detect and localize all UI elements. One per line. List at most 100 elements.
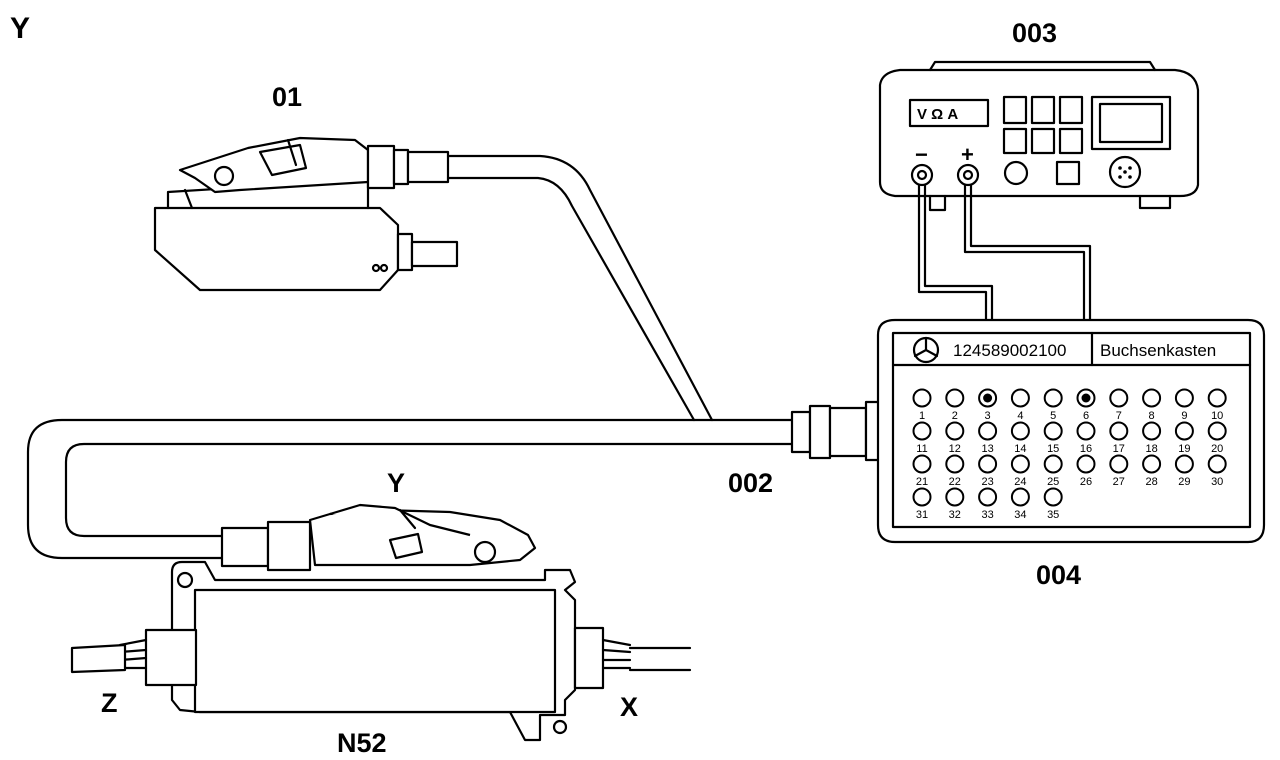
- socket-pin-7: 7: [1109, 388, 1129, 422]
- socket-pin-hole: [978, 487, 998, 507]
- socket-pin-hole: [912, 421, 932, 441]
- socket-pin-hole: [1174, 388, 1194, 408]
- socket-pin-number: 17: [1113, 443, 1125, 455]
- minus-sign: −: [915, 142, 928, 167]
- socket-pin-18: 18: [1142, 421, 1162, 455]
- socket-pin-hole: [1076, 421, 1096, 441]
- socket-pin-number: 19: [1178, 443, 1190, 455]
- cable-01: [446, 154, 714, 422]
- socket-pin-hole: [1142, 421, 1162, 441]
- socket-pin-hole: [912, 388, 932, 408]
- socket-pin-10: 10: [1207, 388, 1227, 422]
- socket-pin-hole: [945, 454, 965, 474]
- plug-y: [220, 503, 537, 572]
- socket-pin-16: 16: [1076, 421, 1096, 455]
- meter-knob: [1003, 160, 1029, 186]
- socket-pin-2: 2: [945, 388, 965, 422]
- socket-pin-number: 10: [1211, 410, 1223, 422]
- socket-pin-35: 35: [1043, 487, 1063, 521]
- socket-pin-31: 31: [912, 487, 932, 521]
- socket-pin-hole: [1174, 421, 1194, 441]
- socket-pin-28: 28: [1142, 454, 1162, 488]
- socket-pin-4: 4: [1010, 388, 1030, 422]
- socket-pin-hole: [1109, 454, 1129, 474]
- socket-pin-23: 23: [978, 454, 998, 488]
- socket-pin-active-dot: [1081, 393, 1091, 403]
- socket-pin-32: 32: [945, 487, 965, 521]
- socket-pin-13: 13: [978, 421, 998, 455]
- socket-pin-hole: [1142, 454, 1162, 474]
- socket-pin-1: 1: [912, 388, 932, 422]
- socket-pin-33: 33: [978, 487, 998, 521]
- box-name: Buchsenkasten: [1100, 341, 1216, 360]
- socket-pin-8: 8: [1142, 388, 1162, 422]
- socket-pin-number: 9: [1181, 410, 1187, 422]
- socket-pin-hole: [1043, 487, 1063, 507]
- socket-pin-hole: [945, 388, 965, 408]
- socket-pin-hole: [945, 487, 965, 507]
- label-01: 01: [272, 82, 302, 112]
- socket-pin-15: 15: [1043, 421, 1063, 455]
- socket-pin-hole: [1109, 421, 1129, 441]
- socket-pin-number: 2: [952, 410, 958, 422]
- socket-pin-number: 7: [1116, 410, 1122, 422]
- socket-pin-hole: [1207, 421, 1227, 441]
- socket-pin-number: 35: [1047, 509, 1059, 521]
- socket-pin-hole: [912, 454, 932, 474]
- socket-pin-hole: [1010, 421, 1030, 441]
- socket-pin-hole: [945, 421, 965, 441]
- label-x: X: [620, 692, 638, 722]
- socket-pin-number: 11: [916, 443, 927, 455]
- socket-pin-hole: [1010, 388, 1030, 408]
- socket-pin-30: 30: [1207, 454, 1227, 488]
- socket-pin-hole: [1207, 454, 1227, 474]
- socket-pin-number: 26: [1080, 476, 1092, 488]
- socket-pin-active-dot: [983, 393, 993, 403]
- socket-pin-19: 19: [1174, 421, 1194, 455]
- socket-pin-number: 18: [1145, 443, 1157, 455]
- socket-pin-number: 24: [1014, 476, 1026, 488]
- label-003: 003: [1012, 18, 1057, 48]
- socket-pin-number: 6: [1083, 410, 1089, 422]
- socket-pin-hole: [1109, 388, 1129, 408]
- socket-pin-14: 14: [1010, 421, 1030, 455]
- socket-pin-21: 21: [912, 454, 932, 488]
- socket-pin-hole: [1010, 487, 1030, 507]
- label-z: Z: [101, 688, 118, 718]
- socket-pin-3: 3: [978, 388, 998, 422]
- socket-pin-number: 29: [1178, 476, 1190, 488]
- socket-pin-12: 12: [945, 421, 965, 455]
- label-plug-y: Y: [387, 468, 405, 498]
- socket-pin-number: 21: [916, 476, 928, 488]
- socket-pin-number: 5: [1050, 410, 1056, 422]
- socket-pin-27: 27: [1109, 454, 1129, 488]
- socket-pin-hole: [1174, 454, 1194, 474]
- socket-pin-25: 25: [1043, 454, 1063, 488]
- label-n52: N52: [337, 728, 387, 758]
- socket-pin-number: 31: [916, 509, 928, 521]
- box-connector: [790, 400, 882, 462]
- socket-pin-number: 20: [1211, 443, 1223, 455]
- label-002: 002: [728, 468, 773, 498]
- socket-pin-number: 13: [981, 443, 993, 455]
- corner-label: Y: [10, 12, 30, 45]
- socket-pin-hole: [1043, 421, 1063, 441]
- meter-mode-label: V Ω A: [917, 106, 958, 123]
- socket-pin-29: 29: [1174, 454, 1194, 488]
- socket-pin-number: 32: [949, 509, 961, 521]
- socket-pin-hole: [1010, 454, 1030, 474]
- socket-pin-20: 20: [1207, 421, 1227, 455]
- socket-pin-number: 14: [1014, 443, 1026, 455]
- label-004: 004: [1036, 560, 1081, 590]
- socket-pin-hole: [1076, 454, 1096, 474]
- socket-pin-number: 8: [1149, 410, 1155, 422]
- socket-pin-9: 9: [1174, 388, 1194, 422]
- multimeter: V Ω A − +: [878, 60, 1200, 212]
- socket-pin-number: 4: [1017, 410, 1023, 422]
- socket-pin-17: 17: [1109, 421, 1129, 455]
- socket-pin-11: 11: [912, 421, 932, 455]
- socket-pin-hole: [1142, 388, 1162, 408]
- plus-sign: +: [961, 142, 974, 167]
- socket-pin-number: 23: [981, 476, 993, 488]
